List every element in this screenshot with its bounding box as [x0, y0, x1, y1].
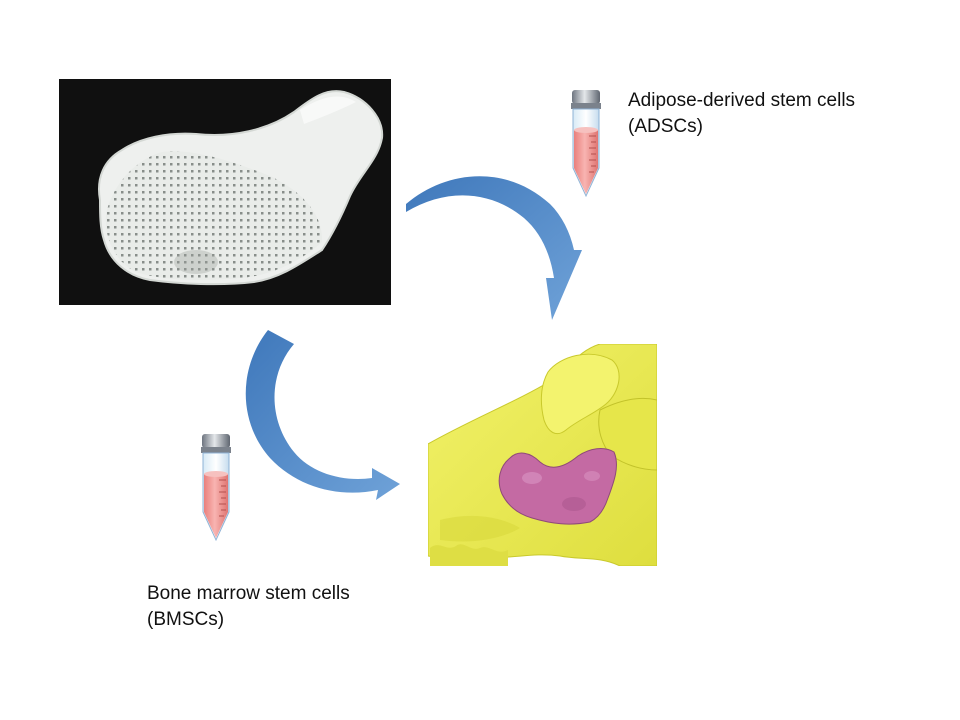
skull-model-render	[428, 344, 657, 566]
adscs-label: Adipose-derived stem cells (ADSCs)	[628, 88, 855, 140]
adscs-label-line2: (ADSCs)	[628, 116, 703, 137]
curved-arrow-icon	[406, 176, 582, 320]
adscs-label-line1: Adipose-derived stem cells	[628, 90, 856, 111]
bmscs-label-line1: Bone marrow stem cells	[147, 583, 350, 604]
bmscs-label-line2: (BMSCs)	[147, 609, 225, 630]
stem-cell-tube-icon	[200, 433, 232, 541]
curved-arrow-icon	[245, 330, 400, 500]
bmscs-label: Bone marrow stem cells (BMSCs)	[147, 581, 350, 633]
scaffold-photo	[59, 79, 391, 305]
stem-cell-tube-icon	[570, 89, 602, 197]
